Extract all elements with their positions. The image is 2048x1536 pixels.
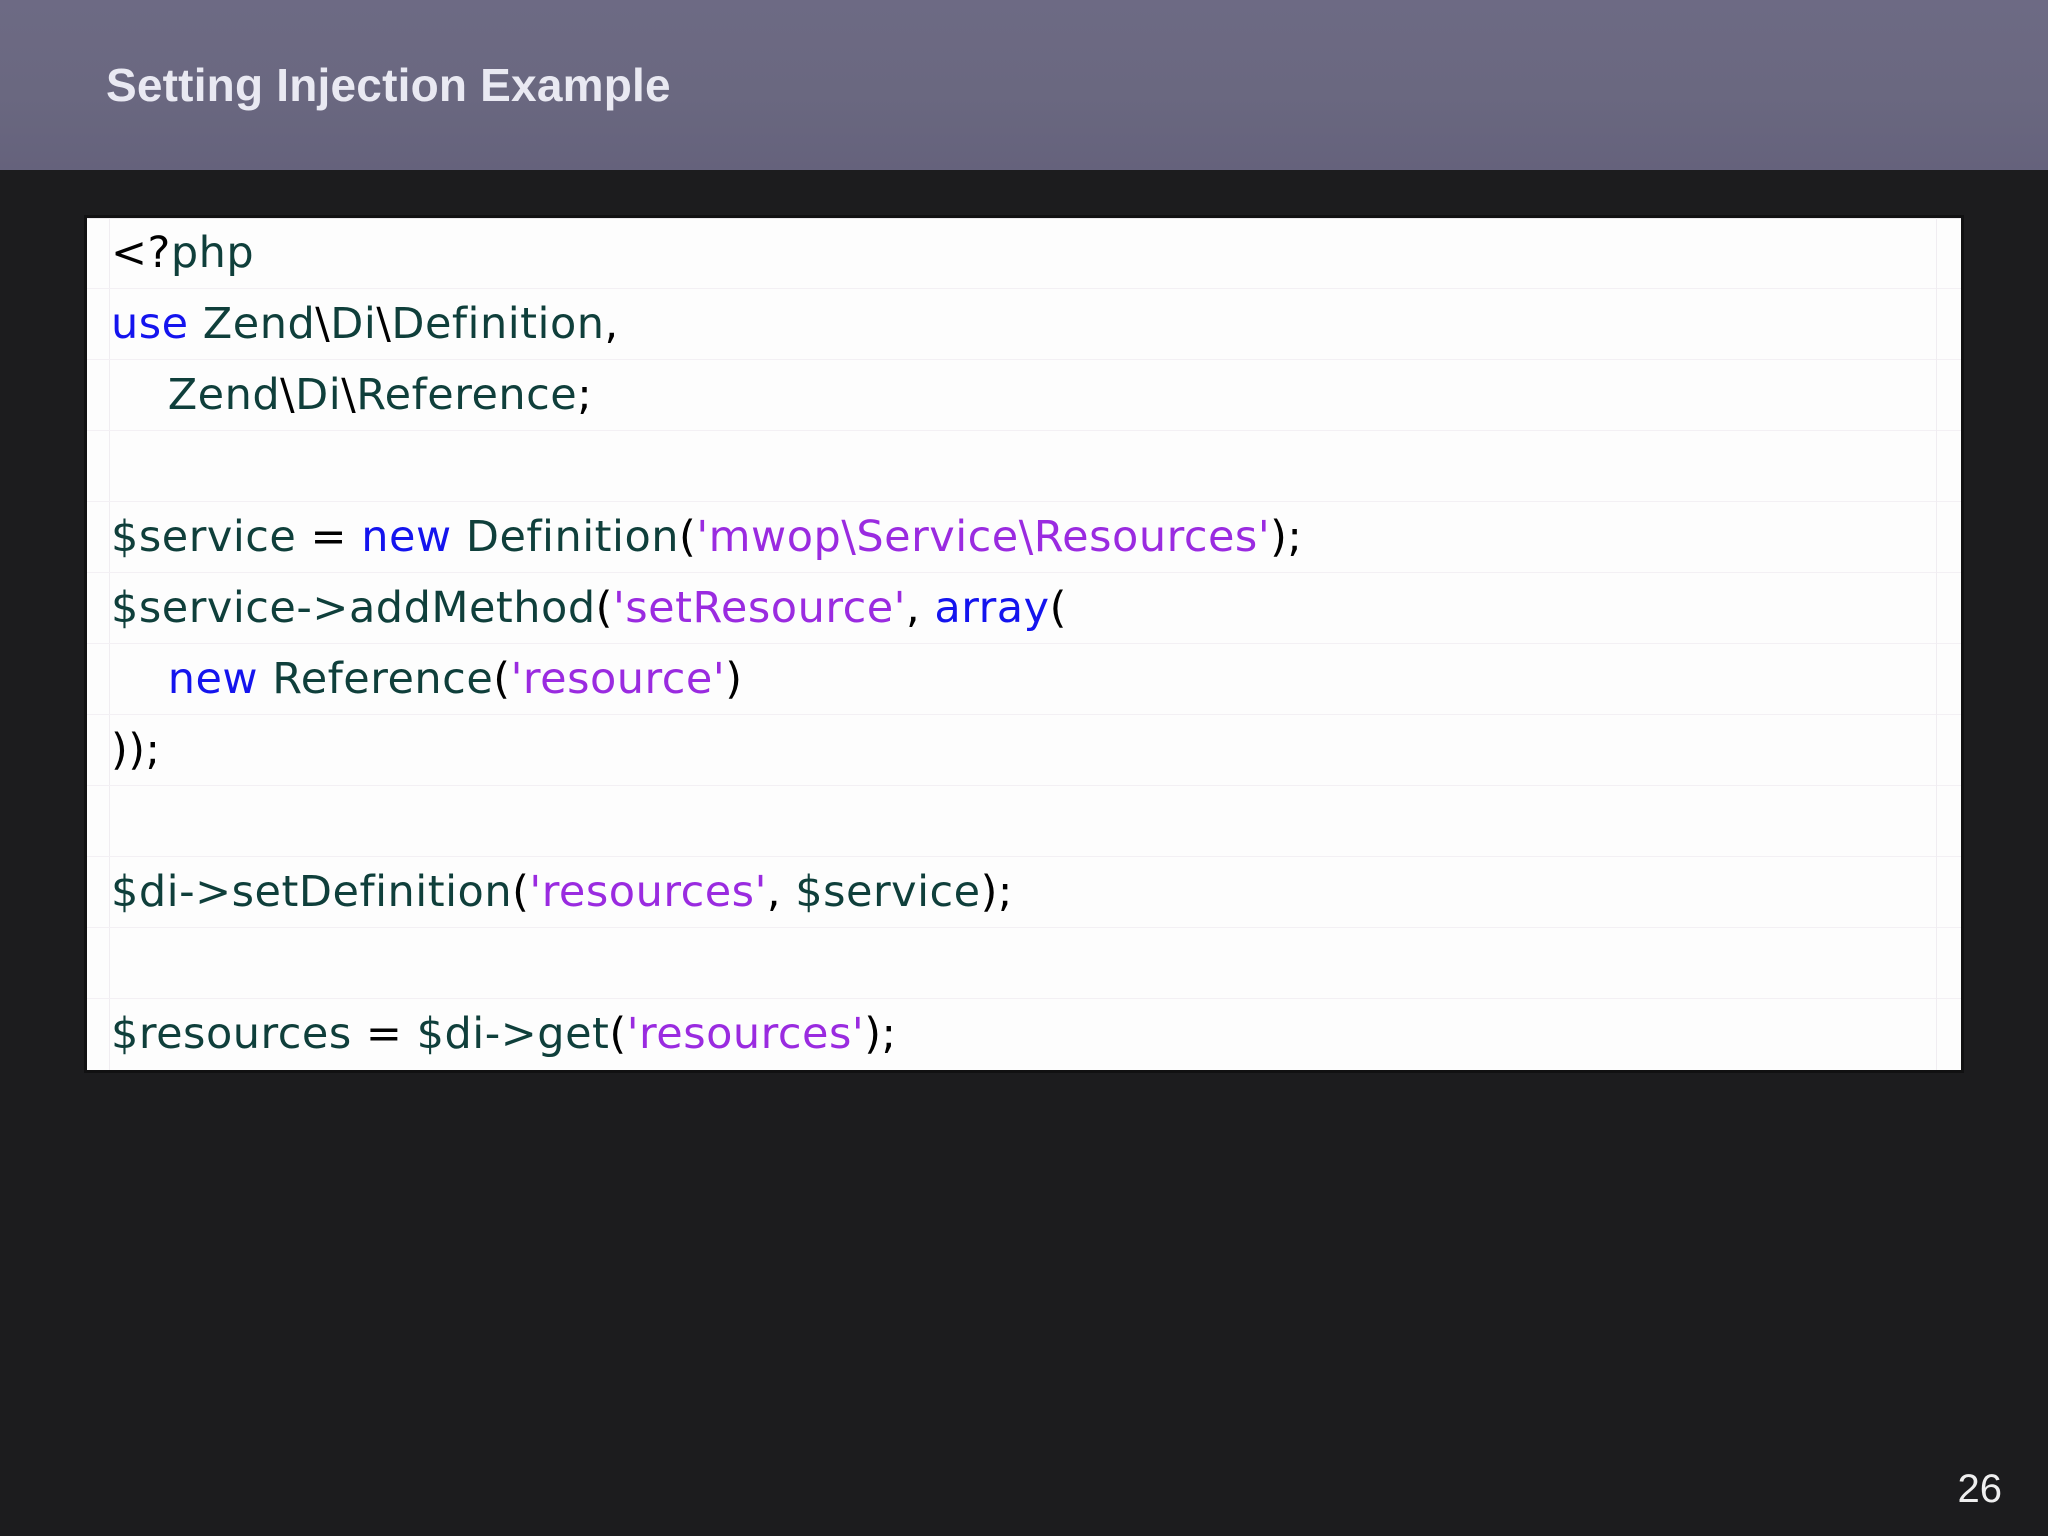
code-token (111, 654, 168, 704)
code-token: ( (595, 583, 613, 633)
code-token: ); (864, 1009, 897, 1059)
code-token: ( (1049, 583, 1067, 633)
listing-top-rule (87, 218, 1961, 219)
code-token: php (170, 228, 255, 278)
code-token: 'resources' (626, 1009, 865, 1059)
code-token: , (766, 867, 796, 917)
code-token: use (111, 299, 189, 349)
code-token: \ (841, 512, 857, 562)
code-token: ) (725, 654, 743, 704)
code-line: use Zend\Di\Definition, (87, 289, 1961, 360)
code-token: <? (111, 228, 171, 278)
code-token: = (296, 512, 362, 562)
code-token: get (537, 1009, 610, 1059)
code-token: Reference (272, 654, 494, 704)
code-token: Zend (167, 370, 281, 420)
code-line: $di->setDefinition('resources', $service… (87, 857, 1961, 928)
code-token: Resources' (1033, 512, 1271, 562)
code-token: Definition (391, 299, 605, 349)
code-token: 'resource' (510, 654, 726, 704)
code-token: 'mwop (696, 512, 842, 562)
code-token: $di (111, 867, 180, 917)
page-title: Setting Injection Example (106, 59, 671, 111)
code-line (87, 928, 1961, 999)
code-token: ( (679, 512, 697, 562)
code-token (111, 370, 168, 420)
code-token: \ (1018, 512, 1034, 562)
code-token: \ (341, 370, 357, 420)
code-token: addMethod (348, 583, 596, 633)
code-token: 'setResource' (612, 583, 906, 633)
code-token: $service (111, 583, 297, 633)
code-line: $service = new Definition('mwop\Service\… (87, 502, 1961, 573)
code-line (87, 431, 1961, 502)
code-token: Reference (356, 370, 578, 420)
code-line: $resources = $di->get('resources'); (87, 999, 1961, 1070)
code-token: Di (295, 370, 342, 420)
code-token: Di (330, 299, 377, 349)
code-token: $service (111, 512, 297, 562)
code-token: $resources (111, 1009, 352, 1059)
code-token: ( (512, 867, 530, 917)
code-token: ); (1270, 512, 1303, 562)
code-token: , (906, 583, 935, 633)
slide-page-number: 26 (1957, 1467, 2003, 1511)
code-token: Definition (465, 512, 680, 562)
code-token: \ (376, 299, 392, 349)
code-token: $service (795, 867, 981, 917)
slide-header-bar: Setting Injection Example (0, 0, 2048, 170)
code-token: new (167, 654, 259, 704)
code-token: = (351, 1009, 417, 1059)
code-token: new (361, 512, 452, 562)
code-token: \ (315, 299, 331, 349)
code-token: -> (484, 1009, 538, 1059)
code-line: $service->addMethod('setResource', array… (87, 573, 1961, 644)
code-line (87, 786, 1961, 857)
code-token: Zend (202, 299, 316, 349)
code-token: ( (493, 654, 511, 704)
code-line: )); (87, 715, 1961, 786)
code-token: ); (980, 867, 1013, 917)
code-token: ; (577, 370, 593, 420)
code-token: array (934, 583, 1050, 633)
code-line: new Reference('resource') (87, 644, 1961, 715)
code-token: ( (609, 1009, 627, 1059)
code-line: <?php (87, 218, 1961, 289)
code-token: \ (280, 370, 296, 420)
code-token: 'resources' (529, 867, 767, 917)
code-token: setDefinition (231, 867, 513, 917)
code-token (452, 512, 466, 562)
code-line: Zend\Di\Reference; (87, 360, 1961, 431)
code-token: )); (111, 725, 161, 775)
code-token (258, 654, 272, 704)
code-token (189, 299, 203, 349)
code-token: -> (296, 583, 349, 633)
code-token: Service (856, 512, 1019, 562)
code-token: -> (179, 867, 232, 917)
code-token: $di (416, 1009, 485, 1059)
code-token: , (604, 299, 619, 349)
